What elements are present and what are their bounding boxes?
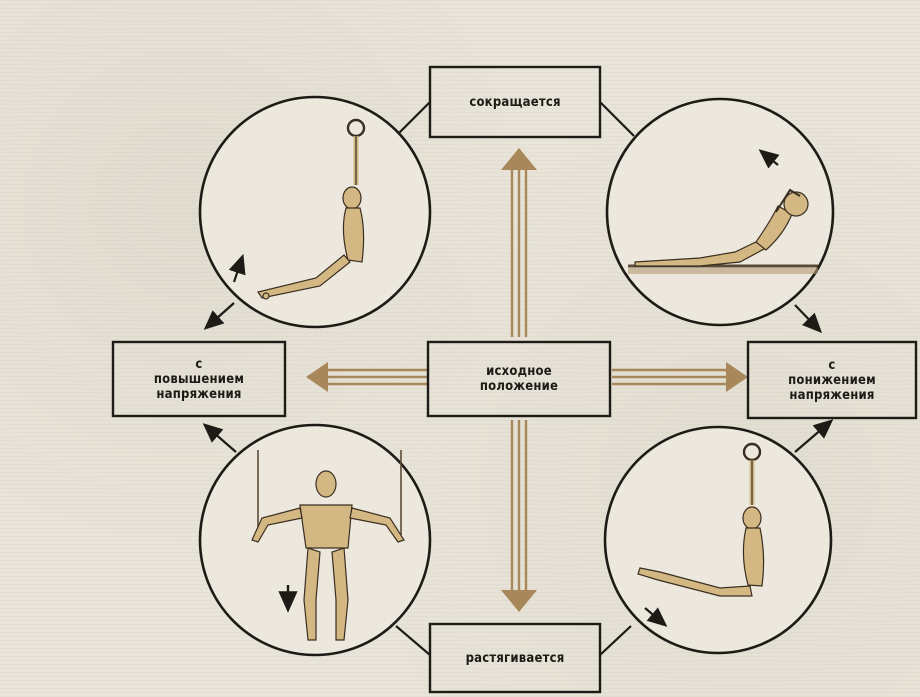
triangle-up-icon	[501, 148, 537, 170]
down-triple-arrow	[501, 420, 537, 612]
triangle-down-icon	[501, 590, 537, 612]
label-increasing-tension: с повышением напряжения	[113, 342, 285, 416]
up-triple-arrow	[501, 148, 537, 337]
arrow-to-right-box	[795, 422, 830, 452]
connector-line	[396, 102, 430, 136]
label-starting-position: исходное положение	[428, 342, 610, 416]
arrow-to-right-box	[795, 305, 819, 330]
triangle-right-icon	[726, 362, 748, 392]
label-decreasing-tension: с понижением напряжения	[748, 342, 916, 418]
circle-bottom-right	[605, 427, 831, 653]
label-shortens: сокращается	[430, 67, 600, 137]
triangle-left-icon	[306, 362, 328, 392]
connector-line	[600, 102, 634, 136]
connector-line	[396, 626, 430, 655]
arrow-to-left-box	[206, 426, 236, 452]
left-triple-arrow	[306, 362, 427, 392]
right-triple-arrow	[612, 362, 748, 392]
label-stretches: растягивается	[430, 624, 600, 692]
arrow-to-left-box	[207, 303, 234, 327]
circle-top-left	[200, 97, 430, 327]
connector-line	[600, 626, 631, 655]
